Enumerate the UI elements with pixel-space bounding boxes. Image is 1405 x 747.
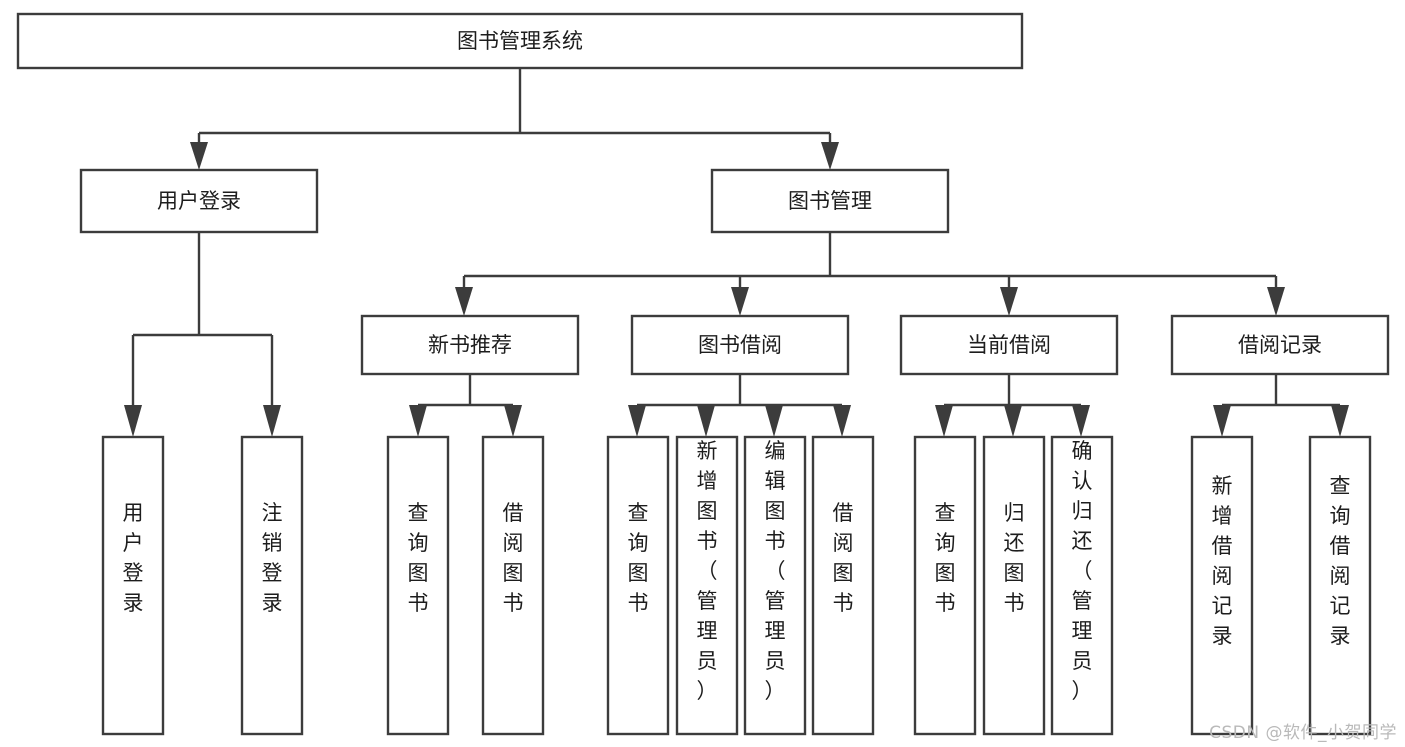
connector-group-current-borrow [935,374,1090,437]
leaf-confirm-return-label: 确认归还（管理员） [1072,439,1093,703]
node-new-book-recommend[interactable]: 新书推荐 [360,314,580,376]
leaf-return-book-box[interactable] [982,435,1046,736]
arrow-head-borrow-record [1267,287,1285,316]
leaf-query-book-3-label: 查询图书 [935,501,956,615]
leaf-query-record-box[interactable] [1308,435,1372,736]
leaf-borrow-book-1-label: 借阅图书 [503,501,524,615]
arrow-head-leaf-edit-book [765,405,783,437]
leaf-node-borrow-book-1[interactable]: 借阅图书 [481,435,545,736]
node-user-login[interactable]: 用户登录 [79,168,319,234]
leaf-node-logout-login[interactable]: 注销登录 [240,435,304,736]
leaf-add-book-label: 新增图书（管理员） [697,439,718,703]
node-borrow-record[interactable]: 借阅记录 [1170,314,1390,376]
leaf-node-add-book[interactable]: 新增图书（管理员） [675,435,739,736]
arrow-head-leaf-add-record [1213,405,1231,437]
node-root-label: 图书管理系统 [457,29,583,53]
leaf-edit-book-box[interactable] [743,435,807,736]
node-book-management-label: 图书管理 [788,189,872,213]
connector-group-root [190,68,839,170]
arrow-head-book-management [821,142,839,170]
leaf-borrow-book-2-label: 借阅图书 [833,501,854,615]
arrow-head-leaf-query-book-1 [409,405,427,437]
leaf-add-record-label: 新增借阅记录 [1212,474,1233,648]
leaf-node-user-login[interactable]: 用户登录 [101,435,165,736]
leaf-query-book-1-box[interactable] [386,435,450,736]
leaf-node-return-book[interactable]: 归还图书 [982,435,1046,736]
arrow-head-leaf-query-book-2 [628,405,646,437]
leaf-node-query-book-1[interactable]: 查询图书 [386,435,450,736]
leaf-return-book-label: 归还图书 [1004,501,1025,615]
leaf-node-edit-book[interactable]: 编辑图书（管理员） [743,435,807,736]
leaf-logout-login-label: 注销登录 [262,501,283,615]
arrow-head-leaf-confirm-return [1072,405,1090,437]
leaf-add-book-box[interactable] [675,435,739,736]
arrow-head-leaf-query-book-3 [935,405,953,437]
node-new-book-recommend-label: 新书推荐 [428,333,512,357]
arrow-head-leaf-borrow-book-2 [833,405,851,437]
arrow-head-leaf-logout-login [263,405,281,437]
leaf-node-borrow-book-2[interactable]: 借阅图书 [811,435,875,736]
node-user-login-box[interactable] [79,168,319,234]
connector-group-book-management [455,232,1285,316]
leaf-query-book-3-box[interactable] [913,435,977,736]
node-current-borrow-box[interactable] [899,314,1119,376]
node-root-box[interactable] [16,12,1024,70]
leaf-node-query-record[interactable]: 查询借阅记录 [1308,435,1372,736]
leaf-node-confirm-return[interactable]: 确认归还（管理员） [1050,435,1114,736]
node-book-management-box[interactable] [710,168,950,234]
arrow-head-leaf-user-login [124,405,142,437]
arrow-head-leaf-return-book [1004,405,1022,437]
node-book-borrow[interactable]: 图书借阅 [630,314,850,376]
leaf-node-query-book-2[interactable]: 查询图书 [606,435,670,736]
leaf-user-login-box[interactable] [101,435,165,736]
leaf-logout-login-box[interactable] [240,435,304,736]
node-current-borrow[interactable]: 当前借阅 [899,314,1119,376]
node-book-borrow-label: 图书借阅 [698,333,782,357]
leaf-confirm-return-box[interactable] [1050,435,1114,736]
arrow-head-new-book-recommend [455,287,473,316]
connector-group-borrow-record [1213,374,1349,437]
node-user-login-label: 用户登录 [157,189,241,213]
node-book-borrow-box[interactable] [630,314,850,376]
csdn-watermark: CSDN @软件_小贺同学 [1209,723,1397,743]
leaf-add-record-box[interactable] [1190,435,1254,736]
node-borrow-record-box[interactable] [1170,314,1390,376]
leaf-node-query-book-3[interactable]: 查询图书 [913,435,977,736]
leaf-query-record-label: 查询借阅记录 [1330,474,1351,648]
leaf-user-login-label: 用户登录 [123,501,144,615]
leaf-query-book-1-label: 查询图书 [408,501,429,615]
leaf-borrow-book-2-box[interactable] [811,435,875,736]
node-new-book-recommend-box[interactable] [360,314,580,376]
connector-group-user-login [124,232,281,437]
node-borrow-record-label: 借阅记录 [1238,333,1322,357]
arrow-head-current-borrow [1000,287,1018,316]
arrow-head-leaf-add-book [697,405,715,437]
node-book-management[interactable]: 图书管理 [710,168,950,234]
arrow-head-user-login [190,142,208,170]
connector-group-new-book-recommend [409,374,522,437]
connector-group-book-borrow [628,374,851,437]
leaf-query-book-2-label: 查询图书 [628,501,649,615]
arrow-head-book-borrow [731,287,749,316]
arrow-head-leaf-borrow-book-1 [504,405,522,437]
node-root[interactable]: 图书管理系统 [16,12,1024,70]
leaf-borrow-book-1-box[interactable] [481,435,545,736]
leaf-node-add-record[interactable]: 新增借阅记录 [1190,435,1254,736]
leaf-edit-book-label: 编辑图书（管理员） [765,439,786,703]
arrow-head-leaf-query-record [1331,405,1349,437]
node-current-borrow-label: 当前借阅 [967,333,1051,357]
leaf-query-book-2-box[interactable] [606,435,670,736]
